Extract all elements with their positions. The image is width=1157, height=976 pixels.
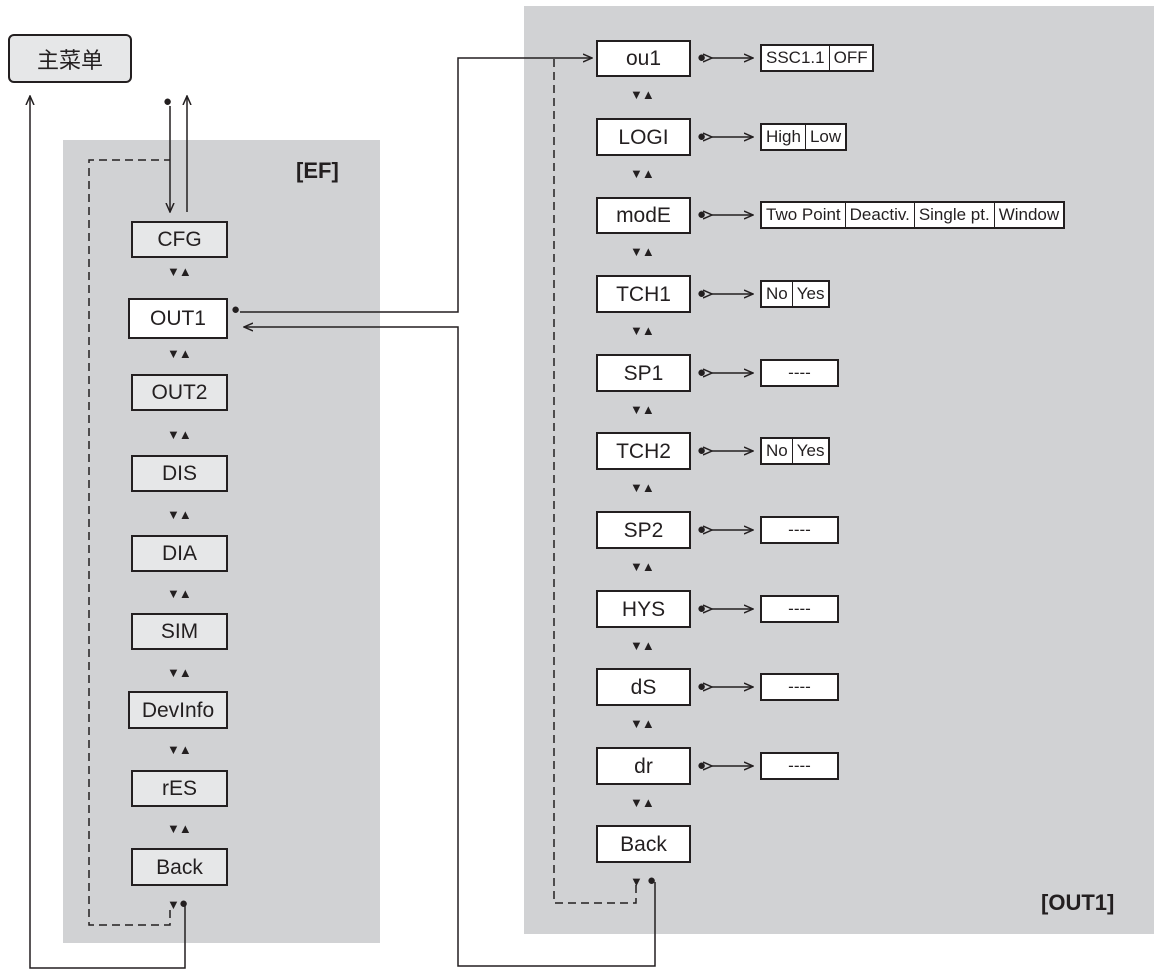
param-select-dot: ● <box>697 49 706 66</box>
ef-item-cfg[interactable]: CFG <box>131 221 228 258</box>
nav-arrows: ▼▲ <box>630 559 655 574</box>
nav-arrows: ▼▲ <box>167 586 192 601</box>
param-select-dot: ● <box>697 128 706 145</box>
sp1-value: ---- <box>760 359 839 387</box>
ef-item-devinfo[interactable]: DevInfo <box>128 691 228 729</box>
param-select-dot: ● <box>697 206 706 223</box>
nav-arrows: ▼▲ <box>630 795 655 810</box>
out1-enter-line <box>240 58 592 313</box>
param-ou1[interactable]: ou1 <box>596 40 691 77</box>
param-hys[interactable]: HYS <box>596 590 691 628</box>
ef-item-sim[interactable]: SIM <box>131 613 228 650</box>
back-select-dot: ● <box>647 872 656 889</box>
option-value[interactable]: ---- <box>788 520 811 539</box>
param-mode[interactable]: modE <box>596 197 691 234</box>
nav-arrows: ▼▲ <box>630 716 655 731</box>
param-select-dot: ● <box>697 678 706 695</box>
param-select-dot: ● <box>697 285 706 302</box>
param-dr[interactable]: dr <box>596 747 691 785</box>
option-value[interactable]: Window <box>993 203 1063 227</box>
option-value[interactable]: Yes <box>791 439 829 463</box>
nav-arrows: ▼▲ <box>167 665 192 680</box>
nav-arrows: ▼▲ <box>630 638 655 653</box>
option-value[interactable]: Single pt. <box>913 203 994 227</box>
ef-item-res[interactable]: rES <box>131 770 228 807</box>
dr-value: ---- <box>760 752 839 780</box>
out1-select-dot: ● <box>231 301 240 318</box>
param-select-dot: ● <box>697 364 706 381</box>
param-select-dot: ● <box>697 757 706 774</box>
param-tch2[interactable]: TCH2 <box>596 432 691 470</box>
nav-arrows: ▼▲ <box>630 244 655 259</box>
param-ds[interactable]: dS <box>596 668 691 706</box>
back-select-dot: ● <box>179 895 188 912</box>
param-sp1[interactable]: SP1 <box>596 354 691 392</box>
option-value[interactable]: OFF <box>828 46 872 70</box>
main-menu-button[interactable]: 主菜单 <box>8 34 132 83</box>
logi-options: High Low <box>760 123 848 151</box>
nav-arrows: ▼▲ <box>630 166 655 181</box>
option-value[interactable]: No <box>766 441 788 460</box>
ef-item-out2[interactable]: OUT2 <box>131 374 228 411</box>
ou1-options: SSC1.1 OFF <box>760 44 874 72</box>
ef-loop-line <box>88 159 171 926</box>
param-tch1[interactable]: TCH1 <box>596 275 691 313</box>
ef-item-dia[interactable]: DIA <box>131 535 228 572</box>
out1-loop-line <box>553 58 637 904</box>
ef-menu-tag: [EF] <box>296 158 339 183</box>
option-value[interactable]: No <box>766 284 788 303</box>
hys-value: ---- <box>760 595 839 623</box>
option-value[interactable]: Deactiv. <box>844 203 914 227</box>
nav-arrows: ▼▲ <box>167 821 192 836</box>
param-select-dot: ● <box>697 600 706 617</box>
ef-item-back[interactable]: Back <box>131 848 228 886</box>
option-value[interactable]: ---- <box>788 756 811 775</box>
option-value[interactable]: SSC1.1 <box>766 48 825 67</box>
out1-back-button[interactable]: Back <box>596 825 691 863</box>
nav-arrows: ▼▲ <box>630 480 655 495</box>
nav-arrows: ▼▲ <box>167 346 192 361</box>
nav-arrows: ▼▲ <box>630 87 655 102</box>
nav-arrows: ▼▲ <box>167 427 192 442</box>
nav-arrows: ▼▲ <box>167 264 192 279</box>
tch1-options: No Yes <box>760 280 831 308</box>
ef-item-dis[interactable]: DIS <box>131 455 228 492</box>
param-sp2[interactable]: SP2 <box>596 511 691 549</box>
option-value[interactable]: High <box>766 127 801 146</box>
return-to-main-line <box>30 96 186 969</box>
option-value[interactable]: ---- <box>788 599 811 618</box>
param-select-dot: ● <box>697 442 706 459</box>
param-select-dot: ● <box>697 521 706 538</box>
nav-down-arrow: ▼ <box>630 874 643 889</box>
option-value[interactable]: Low <box>804 125 845 149</box>
ds-value: ---- <box>760 673 839 701</box>
sp2-value: ---- <box>760 516 839 544</box>
param-logi[interactable]: LOGI <box>596 118 691 156</box>
nav-arrows: ▼▲ <box>167 507 192 522</box>
out1-return-line <box>244 327 656 967</box>
out1-menu-tag: [OUT1] <box>1041 890 1115 915</box>
entry-dot: ● <box>163 93 172 110</box>
option-value[interactable]: ---- <box>788 363 811 382</box>
mode-options: Two Point Deactiv. Single pt. Window <box>760 201 1066 229</box>
option-value[interactable]: Two Point <box>766 205 841 224</box>
nav-arrows: ▼▲ <box>167 742 192 757</box>
nav-arrows: ▼▲ <box>630 323 655 338</box>
option-value[interactable]: Yes <box>791 282 829 306</box>
nav-arrows: ▼▲ <box>630 402 655 417</box>
nav-down-arrow: ▼ <box>167 897 180 912</box>
ef-item-out1[interactable]: OUT1 <box>128 298 228 339</box>
tch2-options: No Yes <box>760 437 831 465</box>
edit-arrows <box>712 58 753 766</box>
option-value[interactable]: ---- <box>788 677 811 696</box>
